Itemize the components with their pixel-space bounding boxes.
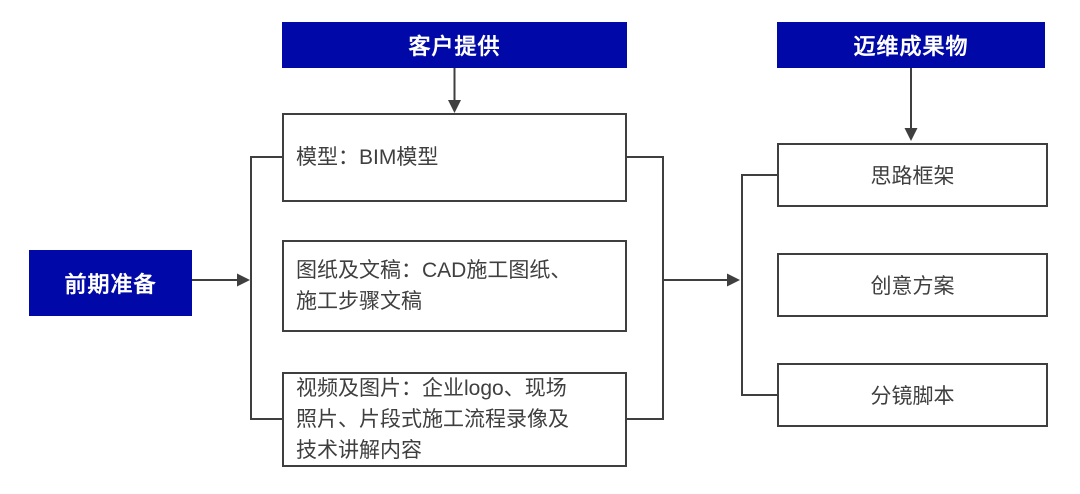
bracket-right-inputs: [627, 156, 664, 420]
arrow-down-client-icon: [448, 68, 461, 113]
bracket-deliverables: [741, 174, 777, 396]
deliverable-box-creative-plan: 创意方案: [777, 253, 1048, 317]
stage-box-preparation: 前期准备: [29, 250, 192, 316]
input-box-model: 模型：BIM模型: [282, 113, 627, 202]
arrow-prep-to-inputs-icon: [192, 273, 250, 287]
input-box-model-line: 模型：BIM模型: [296, 146, 439, 169]
deliverable-box-storyboard-label: 分镜脚本: [870, 385, 955, 408]
stage-box-preparation-label: 前期准备: [64, 272, 157, 297]
header-client-provides: 客户提供: [282, 22, 627, 68]
input-box-drawings-line: 施工步骤文稿: [296, 290, 422, 313]
deliverable-box-storyboard: 分镜脚本: [777, 363, 1048, 427]
deliverable-box-framework-label: 思路框架: [870, 165, 955, 188]
deliverable-box-framework: 思路框架: [777, 143, 1048, 207]
deliverable-box-creative-plan-label: 创意方案: [870, 275, 955, 298]
arrow-down-deliverables-icon: [904, 68, 918, 141]
header-client-provides-label: 客户提供: [408, 34, 501, 59]
input-box-drawings: 图纸及文稿：CAD施工图纸、 施工步骤文稿: [282, 240, 627, 332]
header-deliverables-label: 迈维成果物: [853, 34, 969, 59]
input-box-media-line: 视频及图片：企业logo、现场: [296, 377, 567, 400]
input-box-drawings-line: 图纸及文稿：CAD施工图纸、: [296, 259, 572, 282]
header-deliverables: 迈维成果物: [777, 22, 1045, 68]
input-box-media-line: 照片、片段式施工流程录像及: [296, 408, 569, 431]
input-box-media-line: 技术讲解内容: [296, 439, 422, 462]
bracket-left-inputs: [250, 156, 282, 420]
input-box-media: 视频及图片：企业logo、现场 照片、片段式施工流程录像及 技术讲解内容: [282, 372, 627, 467]
arrow-inputs-to-deliverables-icon: [663, 273, 740, 287]
